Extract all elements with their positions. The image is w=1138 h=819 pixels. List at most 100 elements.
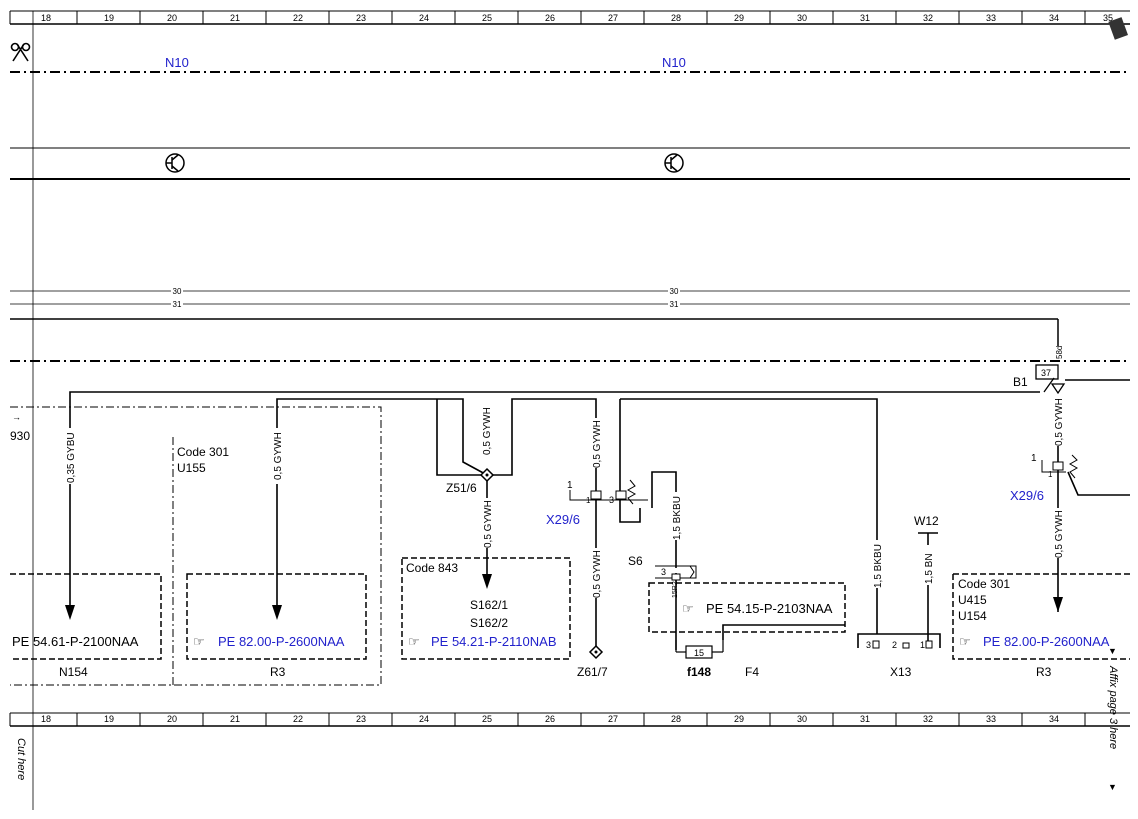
ruler-num: 28: [671, 714, 681, 724]
hand-pointer-icon: ☞: [682, 601, 694, 616]
pin-label: 1: [1031, 453, 1037, 464]
fuse-icon: [675, 640, 724, 659]
triangle-icon: ▼: [1108, 646, 1117, 656]
r3-left-label: R3: [270, 665, 286, 679]
wire-label: 0,5 GYWH: [483, 500, 494, 548]
ruler-num: 32: [923, 13, 933, 23]
ruler-num: 24: [419, 714, 429, 724]
ruler-num: 32: [923, 714, 933, 724]
ruler-num: 25: [482, 13, 492, 23]
ruler-num: 27: [608, 714, 618, 724]
transistor-icon: [664, 153, 684, 173]
pin-label: 3: [661, 567, 666, 577]
pe-r3-right-link[interactable]: PE 82.00-P-2600NAA: [983, 634, 1110, 649]
w12-label: W12: [914, 514, 939, 528]
scissors-icon: [10, 42, 31, 62]
ruler-num: 21: [230, 714, 240, 724]
ruler-num: 35: [1103, 13, 1113, 23]
wire-label: 0,5 GYWH: [1054, 398, 1065, 446]
x29-right-label[interactable]: X29/6: [1010, 488, 1044, 503]
ruler-num: 33: [986, 714, 996, 724]
f148-label: f148: [687, 665, 711, 679]
wire-label: 0,5 GYWH: [592, 420, 603, 468]
ruler-num: 19: [104, 13, 114, 23]
b1-label: B1: [1013, 375, 1028, 389]
f4-label: F4: [745, 665, 759, 679]
arrows: [65, 574, 1063, 620]
connector-icon: [569, 479, 648, 505]
ruler-num: 20: [167, 714, 177, 724]
wire-label: 0,5 GYWH: [482, 407, 493, 455]
b1-sensor-icon: [1035, 364, 1066, 395]
cut-here-label: Cut here: [15, 738, 27, 780]
pin-label: 3: [866, 640, 871, 650]
ruler-num: 23: [356, 13, 366, 23]
x13-connector-icon: [872, 640, 933, 649]
code301-u155-line1: Code 301: [177, 445, 229, 459]
wire-label: 1,5 BN: [924, 553, 935, 584]
code301-u415-line3: U154: [958, 609, 987, 623]
page-icon: [1108, 17, 1128, 40]
ruler-num: 34: [1049, 714, 1059, 724]
wire-label: 1,5 BKBU: [873, 544, 884, 588]
pin-15r2: 15R2: [672, 581, 679, 598]
pin-58d: 58d: [1055, 346, 1064, 359]
affix-label: Affix page 3 here: [1107, 665, 1119, 749]
ref-930: 930: [10, 429, 30, 443]
pe-s6-ref[interactable]: PE 54.15-P-2103NAA: [706, 601, 833, 616]
ruler-num: 21: [230, 13, 240, 23]
triangle-icon: ▼: [1108, 782, 1117, 792]
n10-left-label[interactable]: N10: [165, 55, 189, 70]
ruler-num: 26: [545, 714, 555, 724]
pin-label: 2: [892, 640, 897, 650]
pin-37: 37: [1041, 368, 1051, 378]
wire-label: 1,5 BKBU: [672, 496, 683, 540]
wire-label: 0,5 GYWH: [1054, 510, 1065, 558]
bus-lines: [10, 71, 1130, 362]
n10-right-label[interactable]: N10: [662, 55, 686, 70]
ruler-num: 31: [860, 714, 870, 724]
bottom-ruler: [9, 712, 1130, 727]
s162-2-label: S162/2: [470, 616, 508, 630]
ruler-num: 25: [482, 714, 492, 724]
code301-u415-line2: U415: [958, 593, 987, 607]
ruler-num: 22: [293, 714, 303, 724]
arrow-icon: →: [12, 412, 21, 422]
fuse-15: 15: [694, 648, 704, 658]
pe-s162-link[interactable]: PE 54.21-P-2110NAB: [431, 634, 557, 649]
ruler-num: 33: [986, 13, 996, 23]
x29-left-label[interactable]: X29/6: [546, 512, 580, 527]
splice-icon: [588, 644, 604, 660]
wire-label: 0,5 GYWH: [273, 432, 284, 480]
line-30-label: 30: [670, 287, 679, 296]
code843-label: Code 843: [406, 561, 458, 575]
ruler-num: 19: [104, 714, 114, 724]
s162-1-label: S162/1: [470, 598, 508, 612]
ruler-num: 24: [419, 13, 429, 23]
pin-label: 1: [586, 496, 591, 505]
hand-pointer-icon: ☞: [408, 634, 420, 649]
bottom-ruler-numbers: 18 19 20 21 22 23 24 25 26 27 28 29 30 3…: [41, 714, 1059, 724]
pe-r3-left-link[interactable]: PE 82.00-P-2600NAA: [218, 634, 345, 649]
ruler-num: 18: [41, 714, 51, 724]
pe-n154-ref[interactable]: PE 54.61-P-2100NAA: [12, 634, 139, 649]
splice-icon: [479, 467, 495, 483]
ruler-num: 29: [734, 714, 744, 724]
line-31-label: 31: [173, 300, 182, 309]
x13-label: X13: [890, 665, 912, 679]
n154-label: N154: [59, 665, 88, 679]
top-ruler-numbers: 18 19 20 21 22 23 24 25 26 27 28 29 30 3…: [41, 13, 1113, 23]
ruler-num: 20: [167, 13, 177, 23]
s6-switch-icon: [655, 565, 697, 581]
wire-label: 0,35 GYBU: [66, 432, 77, 483]
dashdot-boxes: [10, 406, 382, 686]
ruler-num: 30: [797, 714, 807, 724]
r3-right-label: R3: [1036, 665, 1052, 679]
pin-label: 1: [1048, 470, 1053, 479]
ruler-num: 27: [608, 13, 618, 23]
ruler-num: 26: [545, 13, 555, 23]
boxes: [10, 557, 1130, 660]
pin-label: 1: [920, 640, 925, 650]
line-31-label: 31: [670, 300, 679, 309]
